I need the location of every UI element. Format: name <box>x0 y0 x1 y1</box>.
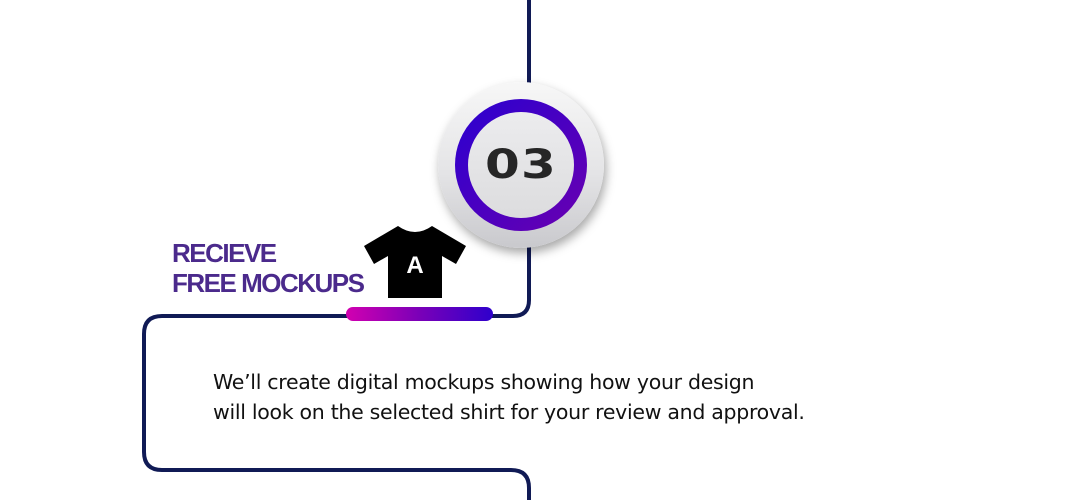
step-ring <box>455 99 587 231</box>
step-description: We’ll create digital mockups showing how… <box>213 367 805 427</box>
step-number: 03 <box>484 142 558 188</box>
step-title-line1: RECIEVE <box>172 238 277 268</box>
tshirt-icon: A <box>362 224 468 305</box>
description-line2: will look on the selected shirt for your… <box>213 400 805 424</box>
step-title-line2: FREE MOCKUPS <box>172 268 365 298</box>
step-number-badge: 03 <box>438 82 604 248</box>
shirt-letter: A <box>406 252 423 279</box>
gradient-accent-bar <box>346 307 493 321</box>
description-line1: We’ll create digital mockups showing how… <box>213 370 755 394</box>
step-title: RECIEVE FREE MOCKUPS <box>172 238 365 298</box>
